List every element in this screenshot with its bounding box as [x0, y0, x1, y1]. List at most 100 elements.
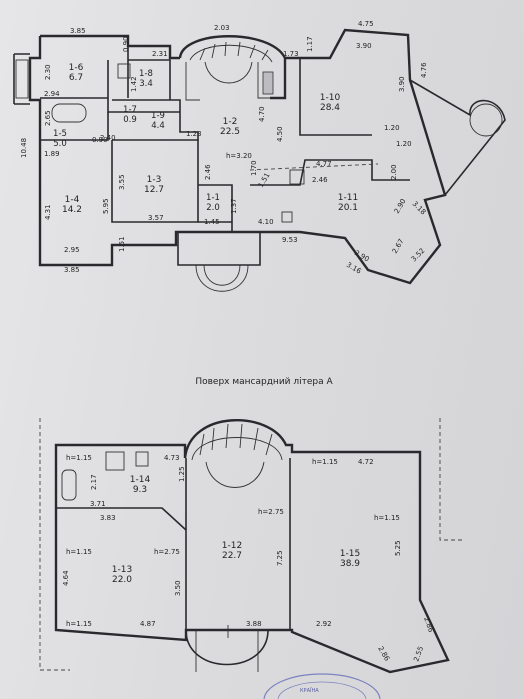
room-label-1-11-id: 1-11 [338, 193, 358, 203]
dim: 3.90 [356, 42, 372, 50]
dim: 3.71 [90, 500, 106, 508]
dim: 1.17 [306, 36, 314, 52]
dim: 4.64 [62, 570, 70, 586]
attic-stair-core [205, 461, 265, 488]
upper-wall-inner-b [40, 112, 109, 141]
upper-bay-left [13, 53, 30, 105]
dim: 1.73 [283, 50, 299, 58]
upper-stair-tower [178, 35, 287, 100]
dim: h=2.75 [154, 548, 180, 556]
room-label-1-9-id: 1-9 [151, 111, 165, 121]
attic-stair-treads [191, 423, 283, 461]
dim: 4.75 [358, 20, 374, 28]
dim: 1.70 [250, 160, 258, 176]
dim: 2.46 [312, 176, 328, 184]
dim: 1.51 [257, 171, 272, 189]
upper-wall-inner-c [112, 99, 199, 140]
room-label-1-15-area: 38.9 [340, 559, 360, 569]
dim: 1.51 [118, 236, 126, 252]
attic-bay-bottom [185, 629, 269, 666]
dim: 0.90 [122, 36, 130, 52]
upper-wall-north [40, 34, 180, 60]
upper-stove [289, 169, 305, 185]
dim: 3.88 [246, 620, 262, 628]
room-label-1-10-id: 1-10 [320, 93, 341, 103]
dim: 2.65 [44, 110, 52, 126]
room-label-1-3-area: 12.7 [144, 185, 164, 195]
dim: 5.95 [102, 198, 110, 214]
dim: 3.83 [100, 514, 116, 522]
dim: 1.45 [204, 218, 220, 226]
dim: 2.46 [204, 164, 212, 180]
dim: 9.53 [282, 236, 298, 244]
room-label-1-5-id: 1-5 [53, 129, 67, 139]
dim: 1.23 [186, 130, 202, 138]
dim: 3.50 [174, 580, 182, 596]
attic-room-labels: 1-14 9.3 1-12 22.7 1-13 22.0 1-15 38.9 [112, 475, 361, 585]
dim: h=1.15 [66, 454, 92, 462]
stamp-seal: КРАЇНА [263, 673, 381, 699]
dim: h=3.20 [226, 152, 252, 160]
upper-dash-line [249, 163, 379, 171]
dim: 3.52 [410, 247, 427, 264]
dim: 0.90 [92, 136, 108, 144]
upper-wall-inner-f [127, 46, 171, 100]
dim: 1.89 [44, 150, 60, 158]
dim: 3.16 [345, 261, 363, 276]
dim: 1.42 [130, 76, 138, 92]
dim: 3.85 [70, 27, 86, 35]
dim: h=1.15 [312, 458, 338, 466]
room-label-1-8-id: 1-8 [139, 69, 153, 79]
dim: 3.85 [64, 266, 80, 274]
dim: 3.55 [118, 174, 126, 190]
room-label-1-11-area: 20.1 [338, 203, 358, 213]
upper-bathtub [51, 103, 87, 123]
room-label-1-15-id: 1-15 [340, 549, 360, 559]
attic-wall-outline [54, 418, 450, 674]
dim: 2.40 [100, 134, 116, 142]
upper-stair-treads [189, 41, 273, 63]
upper-wall-inner-e [299, 58, 372, 136]
room-label-1-10-area: 28.4 [320, 103, 340, 113]
dim: 2.31 [152, 50, 168, 58]
upper-porch-arc [195, 264, 249, 292]
dim: 2.30 [44, 64, 52, 80]
upper-wall-room11 [198, 184, 233, 232]
room-label-1-12-area: 22.7 [222, 551, 242, 561]
attic-dashed-outline [39, 418, 462, 671]
dim: 2.94 [44, 90, 60, 98]
dim: h=1.15 [374, 514, 400, 522]
dim: 2.92 [316, 620, 332, 628]
room-label-1-13-id: 1-13 [112, 565, 132, 575]
dim: 4.72 [358, 458, 374, 466]
room-label-1-2-id: 1-2 [223, 117, 238, 127]
stamp-text: КРАЇНА [300, 687, 319, 694]
room-label-1-7-id: 1-7 [123, 105, 137, 115]
dim: 2.86 [422, 616, 435, 634]
dim: 1.37 [230, 198, 238, 214]
upper-sink [117, 63, 131, 79]
room-label-1-4-id: 1-4 [65, 195, 80, 205]
dim: 2.03 [214, 24, 230, 32]
room-label-1-3-id: 1-3 [147, 175, 162, 185]
dim: 2.00 [390, 164, 398, 180]
room-label-1-2-area: 22.5 [220, 127, 240, 137]
dim: 4.70 [258, 106, 266, 122]
upper-floor-plan [13, 28, 506, 292]
attic-bathtub [61, 469, 77, 501]
dim: 10.48 [20, 138, 28, 158]
upper-wall-inner-d [250, 159, 410, 186]
attic-floor-plan [39, 418, 462, 674]
dim: 4.50 [276, 126, 284, 142]
dim: 1.25 [178, 466, 186, 482]
dim: 2.90 [393, 197, 408, 215]
floor-caption: Поверх мансардний літера А [195, 377, 333, 387]
upper-stair-flight [185, 62, 270, 101]
upper-fixture [281, 211, 293, 223]
dim: 2.86 [376, 645, 391, 663]
attic-sink [105, 451, 125, 471]
dim: h=1.15 [66, 620, 92, 628]
dim: 4.87 [140, 620, 156, 628]
